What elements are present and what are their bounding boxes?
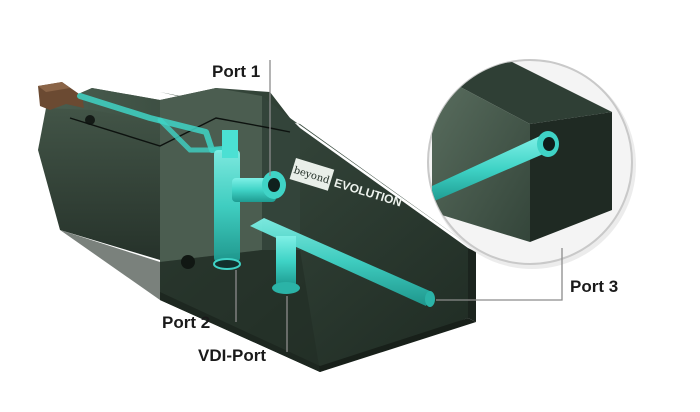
port3-opening [425,291,435,307]
zoom-inset [427,59,636,269]
port1-opening [268,178,280,192]
zoom-port3-opening [543,137,555,151]
leader-port3 [436,248,563,301]
zoom-block-top [432,62,612,124]
head-bottom-face [60,230,320,372]
label-port2: Port 2 [162,313,211,332]
coolant-channels [77,93,435,307]
head-front-face [38,88,160,260]
screw-hole [85,115,95,125]
zoom-block-front [432,72,530,242]
leader-lines [235,60,563,352]
port2-opening [213,258,241,270]
channel-branch [157,117,233,153]
head-side-face [262,96,300,250]
vdi-stem [276,236,296,286]
silhouette-line [69,117,291,147]
vdi-port-opening [272,282,300,294]
bottom-hole [181,255,195,269]
shank-end-face [468,248,476,322]
riser-channel [214,150,240,262]
label-port3: Port 3 [570,277,619,296]
riser-upper [222,130,238,158]
brand-logo-box [289,158,335,191]
insert-highlight [38,82,70,92]
head-chamfer-face [160,88,262,262]
label-port1: Port 1 [212,62,261,81]
zoom-channel [432,136,548,202]
label-vdi-port: VDI-Port [198,346,266,365]
